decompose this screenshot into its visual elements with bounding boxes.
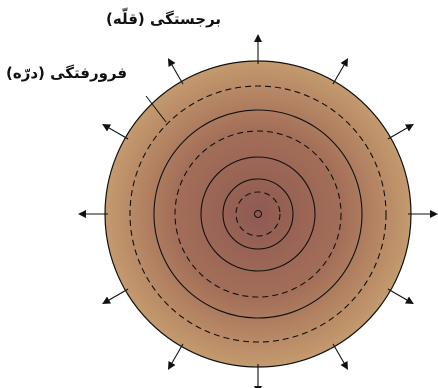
- propagation-arrow: [103, 125, 128, 140]
- propagation-arrow: [333, 59, 348, 84]
- propagation-arrow: [388, 289, 413, 304]
- wave-disc: [105, 61, 411, 367]
- crest-label: برجستگی (قلّه): [106, 10, 221, 28]
- propagation-arrow: [169, 344, 184, 369]
- propagation-arrow: [169, 59, 184, 84]
- trough-label: فرورفتگی (درّه): [6, 64, 127, 82]
- propagation-arrow: [333, 344, 348, 369]
- propagation-arrow: [103, 289, 128, 304]
- propagation-arrow: [388, 125, 413, 140]
